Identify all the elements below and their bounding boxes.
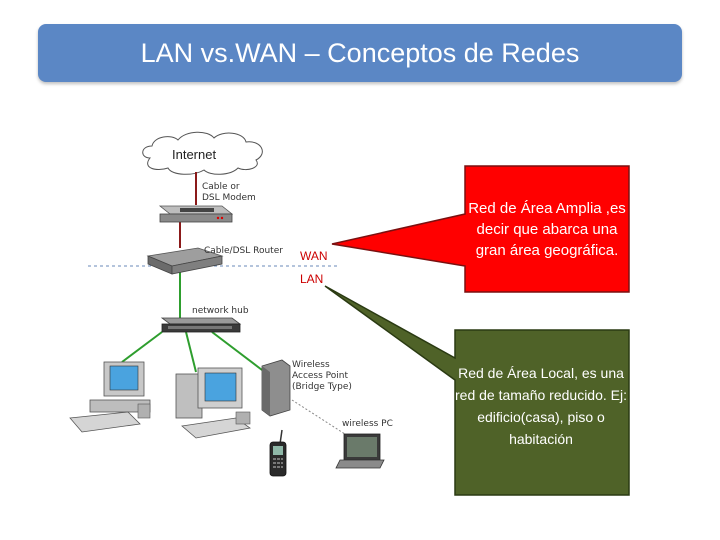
wireless-link bbox=[291, 399, 349, 437]
lan-label: LAN bbox=[300, 272, 323, 286]
lan-callout-text: Red de Área Local, es una red de tamaño … bbox=[455, 362, 627, 450]
ap-label-line3: (Bridge Type) bbox=[292, 382, 352, 392]
laptop-icon bbox=[335, 433, 385, 469]
access-point-icon bbox=[261, 359, 291, 417]
desktop-pc-icon bbox=[175, 367, 251, 439]
wan-description: Red de Área Amplia ,es decir que abarca … bbox=[468, 199, 626, 259]
router-label: Cable/DSL Router bbox=[204, 246, 283, 256]
wan-callout bbox=[331, 165, 630, 293]
hub-label: network hub bbox=[192, 306, 249, 316]
wan-links bbox=[179, 172, 197, 248]
modem-icon bbox=[158, 205, 234, 223]
ap-label-line2: Access Point bbox=[292, 371, 348, 381]
slide-title: LAN vs.WAN – Conceptos de Redes bbox=[140, 37, 580, 68]
cell-phone-icon bbox=[269, 429, 287, 477]
lan-description: Red de Área Local, es una red de tamaño … bbox=[455, 365, 627, 447]
modem-label-line1: Cable or bbox=[202, 182, 240, 192]
desktop-pc-icon bbox=[69, 361, 151, 433]
internet-cloud-icon bbox=[142, 131, 263, 175]
wireless-pc-label: wireless PC bbox=[342, 419, 393, 429]
router-icon bbox=[146, 247, 224, 275]
lan-callout bbox=[324, 285, 630, 496]
internet-label: Internet bbox=[172, 147, 216, 162]
ap-label-line1: Wireless bbox=[292, 360, 330, 370]
modem-label-line2: DSL Modem bbox=[202, 193, 256, 203]
hub-icon bbox=[160, 317, 242, 333]
title-bar: LAN vs.WAN – Conceptos de Redes bbox=[38, 24, 682, 82]
wan-callout-text: Red de Área Amplia ,es decir que abarca … bbox=[465, 166, 629, 292]
lan-links bbox=[121, 270, 263, 373]
wan-label: WAN bbox=[300, 249, 328, 263]
